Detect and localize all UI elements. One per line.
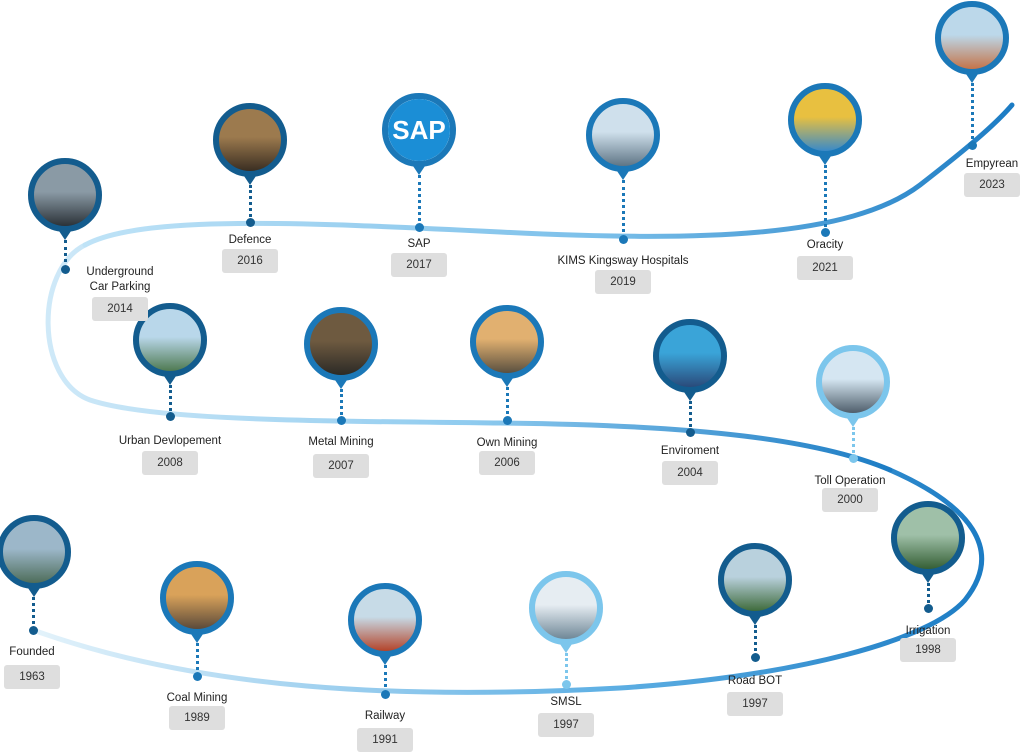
road-marker-dot: [503, 416, 512, 425]
milestone-connector: [169, 385, 172, 416]
milestone-year: 1963: [4, 665, 60, 689]
road-marker-dot: [29, 626, 38, 635]
road-marker-dot: [968, 141, 977, 150]
milestone-label: Railway: [364, 710, 406, 722]
milestone-label: SAP: [407, 238, 431, 250]
road-segment-bottom: [30, 467, 985, 695]
milestone-label: Irrigation: [905, 625, 951, 637]
milestone-year: 2000: [822, 488, 878, 512]
recycling-icon: [653, 319, 727, 393]
milestone-label: Underground Car Parking: [86, 266, 154, 293]
hospital-building-icon: [586, 98, 660, 172]
road-marker-dot: [924, 604, 933, 613]
sap-logo-icon: SAP: [382, 93, 456, 167]
milestone-label: Coal Mining: [166, 692, 228, 704]
parking-garage-icon: [28, 158, 102, 232]
milestone-label: SMSL: [550, 696, 582, 708]
milestone-connector: [971, 83, 974, 145]
milestone-label: Urban Devlopement: [118, 435, 222, 447]
milestone-year: 2017: [391, 253, 447, 277]
milestone-connector: [249, 185, 252, 222]
road-marker-dot: [193, 672, 202, 681]
milestone-year: 1997: [727, 692, 783, 716]
canal-icon: [891, 501, 965, 575]
milestone-label: Toll Operation: [814, 475, 886, 487]
milestone-connector: [64, 240, 67, 269]
milestone-year: 2006: [479, 451, 535, 475]
road-marker-dot: [61, 265, 70, 274]
road-segment-middle: [45, 242, 893, 473]
milestone-connector: [340, 389, 343, 420]
milestone-year: 2014: [92, 297, 148, 321]
industrial-estate-icon: [0, 515, 71, 589]
milestone-year: 2007: [313, 454, 369, 478]
milestone-label: Road BOT: [727, 675, 783, 687]
milestone-year: 2023: [964, 173, 1020, 197]
milestone-year: 2019: [595, 270, 651, 294]
sap-logo-text: SAP: [388, 99, 450, 161]
milestone-year: 1989: [169, 706, 225, 730]
mine-tunnel-icon: [304, 307, 378, 381]
road-marker-dot: [849, 454, 858, 463]
road-segment-top: [82, 102, 1015, 248]
milestone-connector: [622, 180, 625, 239]
bunker-tunnel-icon: [213, 103, 287, 177]
milestone-label: Defence: [228, 234, 272, 246]
toll-plaza-icon: [816, 345, 890, 419]
milestone-connector: [384, 665, 387, 694]
pills-icon: [788, 83, 862, 157]
road-marker-dot: [381, 690, 390, 699]
road-marker-dot: [246, 218, 255, 227]
residential-complex-icon: [935, 1, 1009, 75]
milestone-label: Own Mining: [476, 437, 538, 449]
milestone-label: Metal Mining: [308, 436, 374, 448]
milestone-connector: [927, 583, 930, 608]
building-icon: [529, 571, 603, 645]
milestone-connector: [852, 427, 855, 458]
road-icon: [718, 543, 792, 617]
road-marker-dot: [821, 228, 830, 237]
road-marker-dot: [562, 680, 571, 689]
milestone-connector: [418, 175, 421, 227]
milestone-year: 2016: [222, 249, 278, 273]
milestone-year: 1997: [538, 713, 594, 737]
road-marker-dot: [686, 428, 695, 437]
road-marker-dot: [166, 412, 175, 421]
road-marker-dot: [415, 223, 424, 232]
milestone-connector: [754, 625, 757, 657]
road-marker-dot: [619, 235, 628, 244]
milestone-year: 1991: [357, 728, 413, 752]
road-marker-dot: [337, 416, 346, 425]
milestone-year: 1998: [900, 638, 956, 662]
milestone-connector: [565, 653, 568, 684]
train-icon: [348, 583, 422, 657]
coal-mine-icon: [160, 561, 234, 635]
milestone-connector: [196, 643, 199, 676]
milestone-connector: [689, 401, 692, 432]
road-marker-dot: [751, 653, 760, 662]
milestone-year: 2008: [142, 451, 198, 475]
milestone-label: Oracity: [806, 239, 844, 251]
milestone-label: Founded: [9, 646, 55, 658]
milestone-label: Enviroment: [660, 445, 720, 457]
milestone-label: KIMS Kingsway Hospitals: [557, 255, 689, 267]
milestone-label: Empyrean: [965, 158, 1019, 170]
open-pit-mine-icon: [470, 305, 544, 379]
milestone-year: 2004: [662, 461, 718, 485]
milestone-connector: [32, 597, 35, 630]
milestone-year: 2021: [797, 256, 853, 280]
milestone-connector: [506, 387, 509, 420]
milestone-connector: [824, 165, 827, 232]
